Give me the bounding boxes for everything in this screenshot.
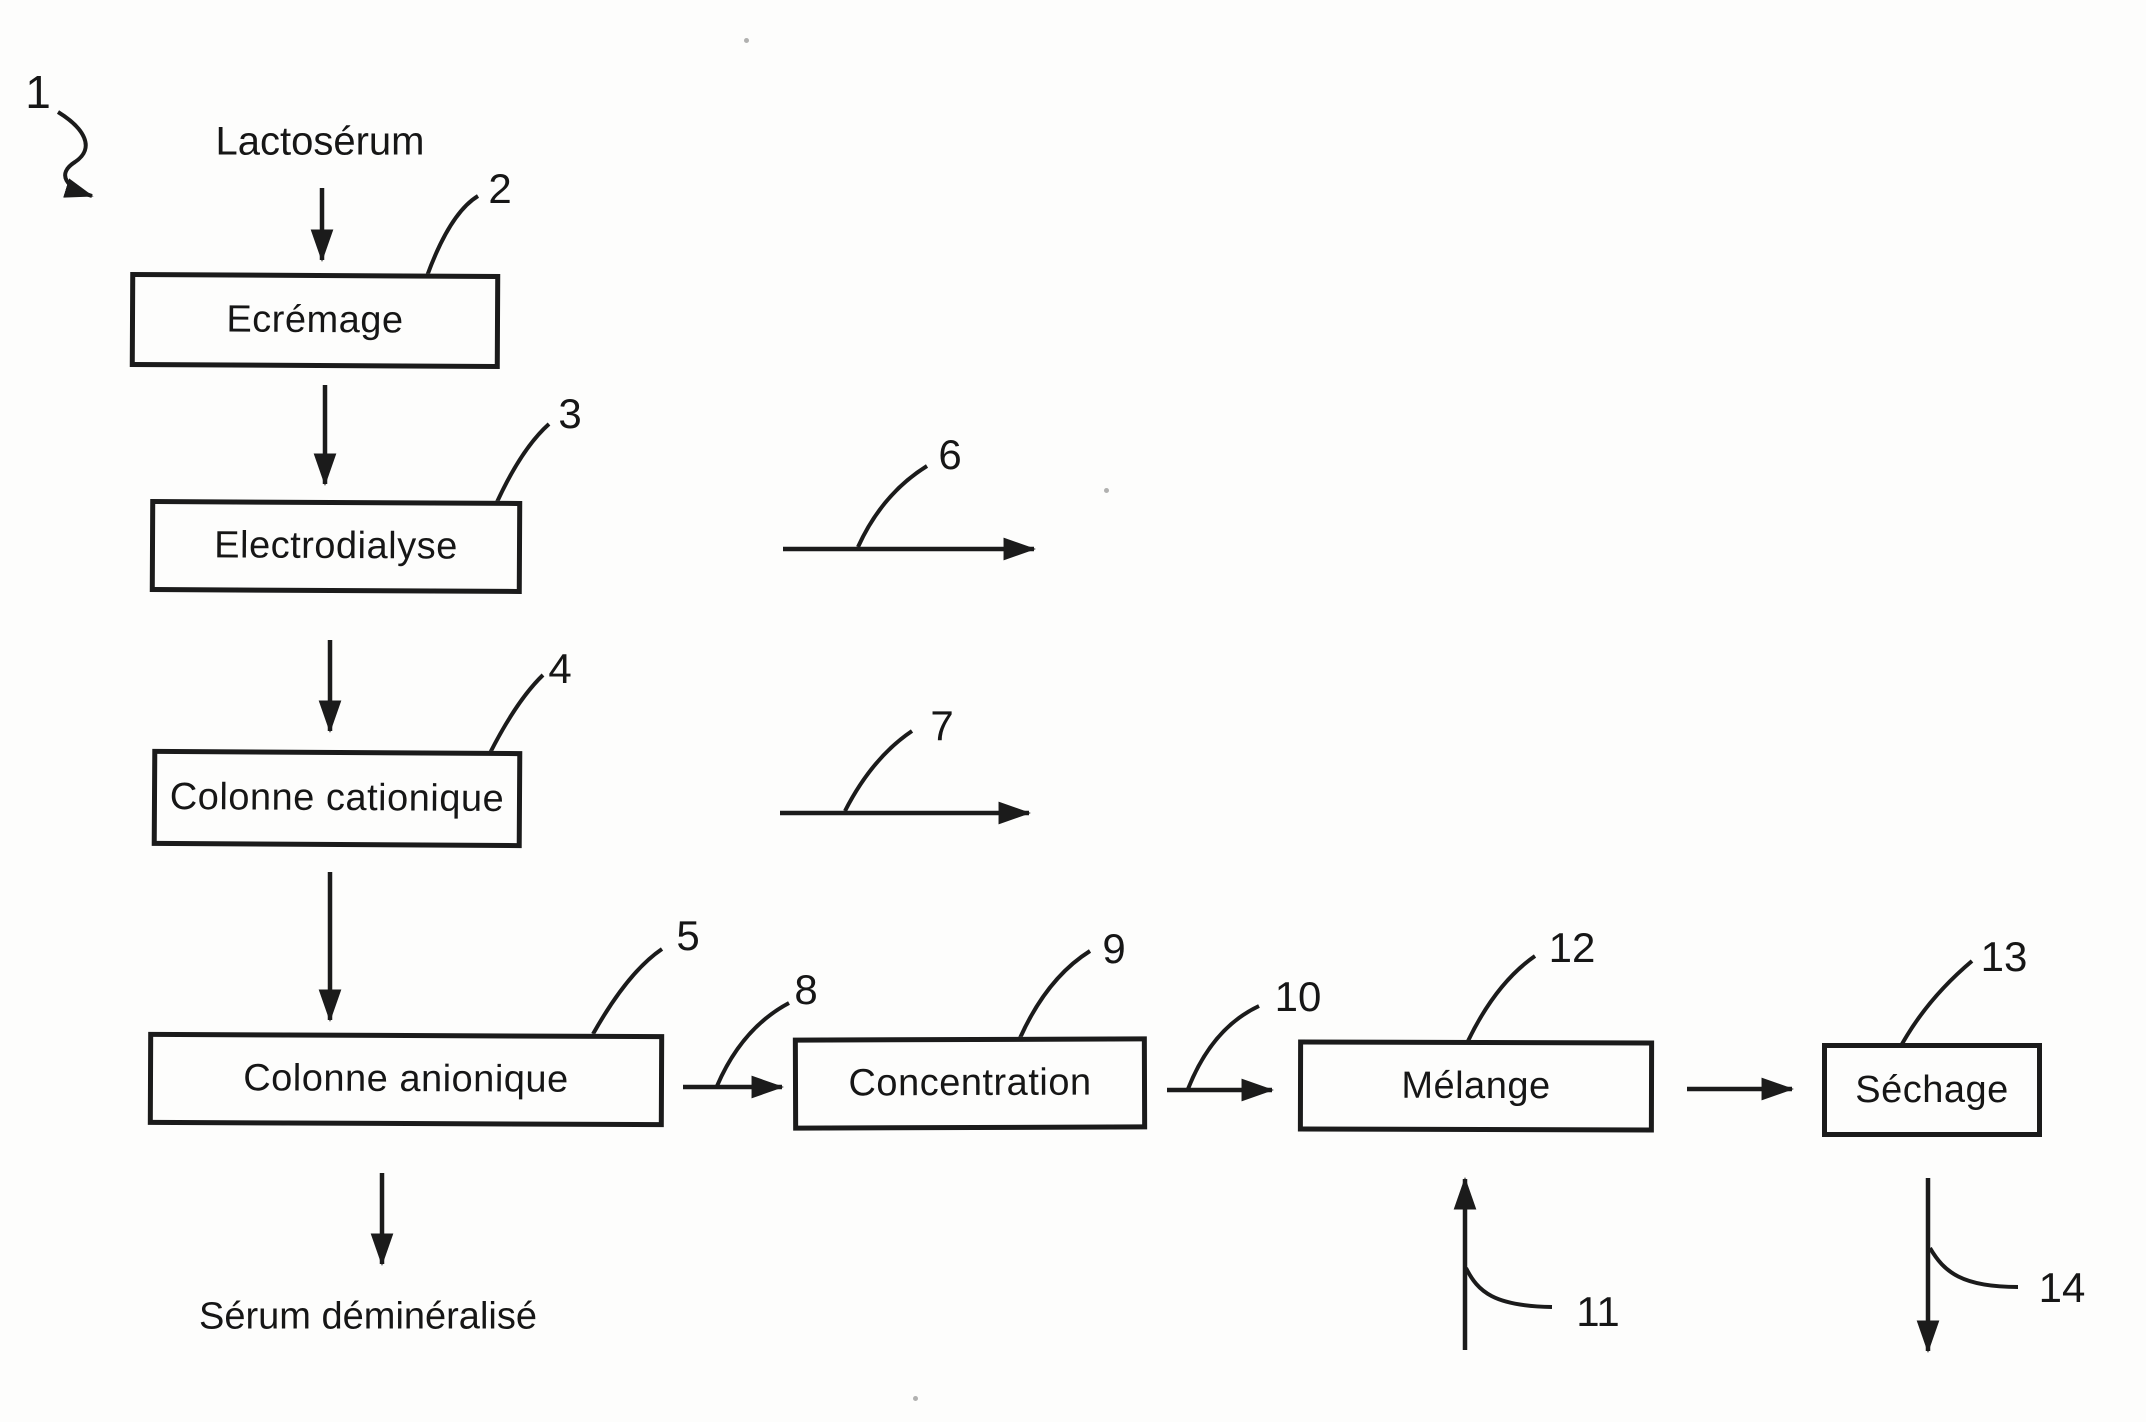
leader-ref-1 bbox=[56, 110, 94, 198]
input-label: Lactosérum bbox=[215, 119, 425, 164]
process-box-concentration: Concentration bbox=[792, 1036, 1148, 1131]
leader-ref-3 bbox=[495, 422, 551, 503]
ref-label-4: 4 bbox=[548, 645, 572, 692]
leader-ref-10 bbox=[1186, 1004, 1260, 1090]
ref-label-12: 12 bbox=[1548, 924, 1596, 971]
leader-ref-11 bbox=[1464, 1267, 1553, 1309]
ref-label-7: 7 bbox=[930, 702, 954, 749]
ref-label-2: 2 bbox=[488, 165, 512, 212]
leader-ref-5 bbox=[591, 947, 664, 1035]
leader-ref-12 bbox=[1466, 954, 1537, 1042]
output-label: Sérum déminéralisé bbox=[199, 1295, 537, 1338]
ref-label-8: 8 bbox=[794, 966, 818, 1013]
leader-ref-2 bbox=[425, 194, 480, 277]
ref-label-9: 9 bbox=[1102, 925, 1126, 972]
ref-label-6: 6 bbox=[938, 431, 962, 478]
process-box-ecremage: Ecrémage bbox=[129, 272, 501, 369]
ref-label-14: 14 bbox=[2038, 1264, 2086, 1311]
ref-label-10: 10 bbox=[1274, 973, 1322, 1020]
ref-label-5: 5 bbox=[676, 912, 700, 959]
ref-label-1: 1 bbox=[25, 66, 51, 118]
leader-ref-9 bbox=[1018, 949, 1092, 1039]
process-box-colonne-cationique: Colonne cationique bbox=[151, 748, 523, 849]
leader-ref-7 bbox=[843, 729, 914, 812]
leader-ref-14 bbox=[1928, 1246, 2019, 1289]
leader-ref-4 bbox=[488, 673, 545, 754]
ref-label-3: 3 bbox=[558, 390, 582, 437]
process-box-sechage: Séchage bbox=[1822, 1043, 2042, 1137]
scan-speck bbox=[913, 1396, 918, 1401]
scan-speck bbox=[744, 38, 749, 43]
leader-ref-6 bbox=[856, 464, 929, 548]
leader-ref-13 bbox=[1900, 959, 1974, 1045]
process-box-electrodialyse: Electrodialyse bbox=[149, 499, 523, 594]
scan-speck bbox=[1104, 488, 1109, 493]
ref-label-13: 13 bbox=[1980, 933, 2028, 980]
process-box-melange: Mélange bbox=[1297, 1039, 1655, 1133]
process-box-colonne-anionique: Colonne anionique bbox=[147, 1031, 665, 1128]
leader-ref-8 bbox=[715, 1001, 790, 1087]
ref-label-11: 11 bbox=[1576, 1288, 1620, 1335]
